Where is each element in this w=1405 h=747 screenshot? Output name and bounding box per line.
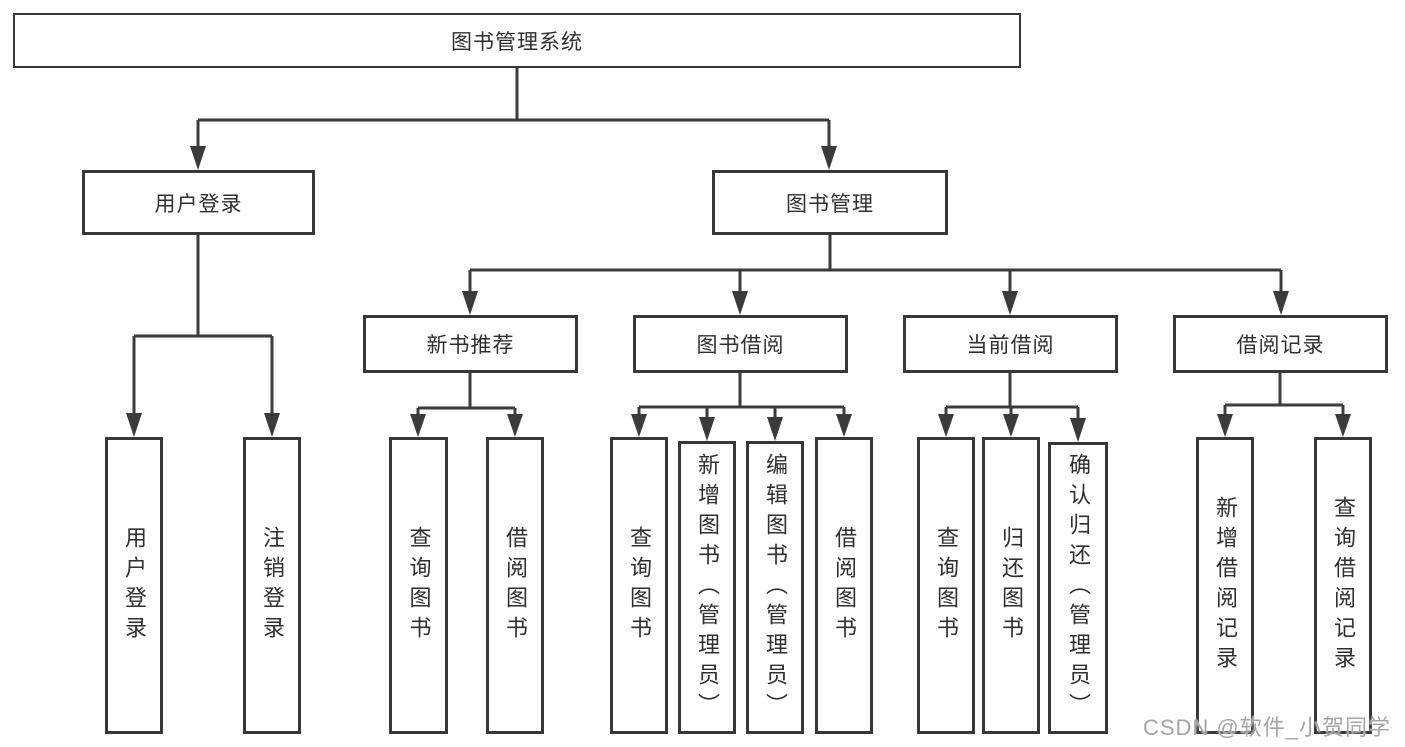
arrowhead: [836, 414, 852, 437]
node-current-borrow-label: 当前借阅: [966, 334, 1055, 357]
node-new-book-rec-label: 新书推荐: [426, 334, 515, 357]
node-leaf-logout-label: 注销登录: [260, 525, 285, 646]
arrowhead: [938, 414, 954, 437]
node-borrow-records: 借阅记录: [1173, 315, 1388, 373]
node-user-login: 用户登录: [82, 170, 315, 235]
arrowhead: [821, 146, 837, 170]
node-leaf-bb-borrow-label: 借阅图书: [832, 525, 857, 646]
node-book-mgmt-label: 图书管理: [786, 192, 874, 216]
arrowhead: [410, 414, 426, 437]
arrowhead: [462, 291, 478, 315]
node-leaf-cb-return-label: 归还图书: [999, 525, 1024, 646]
node-leaf-user-login-label: 用户登录: [122, 525, 147, 646]
arrowhead: [126, 413, 142, 437]
node-leaf-bb-edit-label: 编辑图书（管理员）: [763, 452, 788, 723]
node-book-borrow: 图书借阅: [633, 315, 848, 373]
arrowhead: [767, 417, 783, 441]
node-leaf-nb-borrow: 借阅图书: [486, 437, 544, 734]
node-leaf-bb-query-label: 查询图书: [627, 525, 652, 646]
arrowhead: [264, 413, 280, 437]
node-user-login-label: 用户登录: [154, 192, 243, 216]
node-current-borrow: 当前借阅: [903, 315, 1118, 373]
node-root-label: 图书管理系统: [451, 30, 583, 54]
arrowhead: [699, 417, 715, 441]
node-leaf-br-query: 查询借阅记录: [1314, 437, 1372, 734]
arrowhead: [631, 414, 647, 437]
csdn-watermark: CSDN @软件_小贺同学: [1142, 715, 1391, 740]
node-leaf-bb-query: 查询图书: [610, 437, 668, 734]
node-leaf-nb-query-label: 查询图书: [406, 525, 432, 646]
node-leaf-bb-add-label: 新增图书（管理员）: [695, 452, 720, 723]
arrowhead: [1002, 291, 1018, 315]
node-leaf-br-add: 新增借阅记录: [1196, 437, 1254, 734]
arrowhead: [1217, 414, 1233, 437]
node-leaf-cb-query-label: 查询图书: [934, 525, 959, 646]
node-leaf-logout: 注销登录: [243, 437, 301, 734]
node-leaf-cb-return: 归还图书: [982, 437, 1040, 734]
arrowhead: [1273, 291, 1289, 315]
node-leaf-bb-add: 新增图书（管理员）: [678, 441, 736, 734]
node-leaf-cb-confirm: 确认归还（管理员）: [1048, 442, 1108, 734]
arrowhead: [1070, 418, 1086, 442]
node-book-mgmt: 图书管理: [712, 170, 948, 235]
node-borrow-records-label: 借阅记录: [1236, 334, 1325, 357]
node-leaf-nb-borrow-label: 借阅图书: [503, 525, 528, 646]
arrowhead: [190, 146, 206, 170]
node-book-borrow-label: 图书借阅: [696, 334, 785, 357]
node-leaf-br-query-label: 查询借阅记录: [1331, 495, 1356, 676]
arrowhead: [1003, 414, 1019, 437]
node-leaf-br-add-label: 新增借阅记录: [1213, 495, 1238, 676]
node-leaf-bb-borrow: 借阅图书: [815, 437, 873, 734]
node-root: 图书管理系统: [13, 13, 1021, 68]
node-new-book-rec: 新书推荐: [363, 315, 578, 373]
node-leaf-nb-query: 查询图书: [389, 437, 448, 734]
node-leaf-bb-edit: 编辑图书（管理员）: [746, 441, 804, 734]
node-leaf-cb-confirm-label: 确认归还（管理员）: [1066, 453, 1091, 723]
arrowhead: [1335, 414, 1351, 437]
arrowhead: [507, 414, 523, 437]
node-leaf-user-login: 用户登录: [105, 437, 163, 734]
node-leaf-cb-query: 查询图书: [917, 437, 975, 734]
arrowhead: [732, 291, 748, 315]
